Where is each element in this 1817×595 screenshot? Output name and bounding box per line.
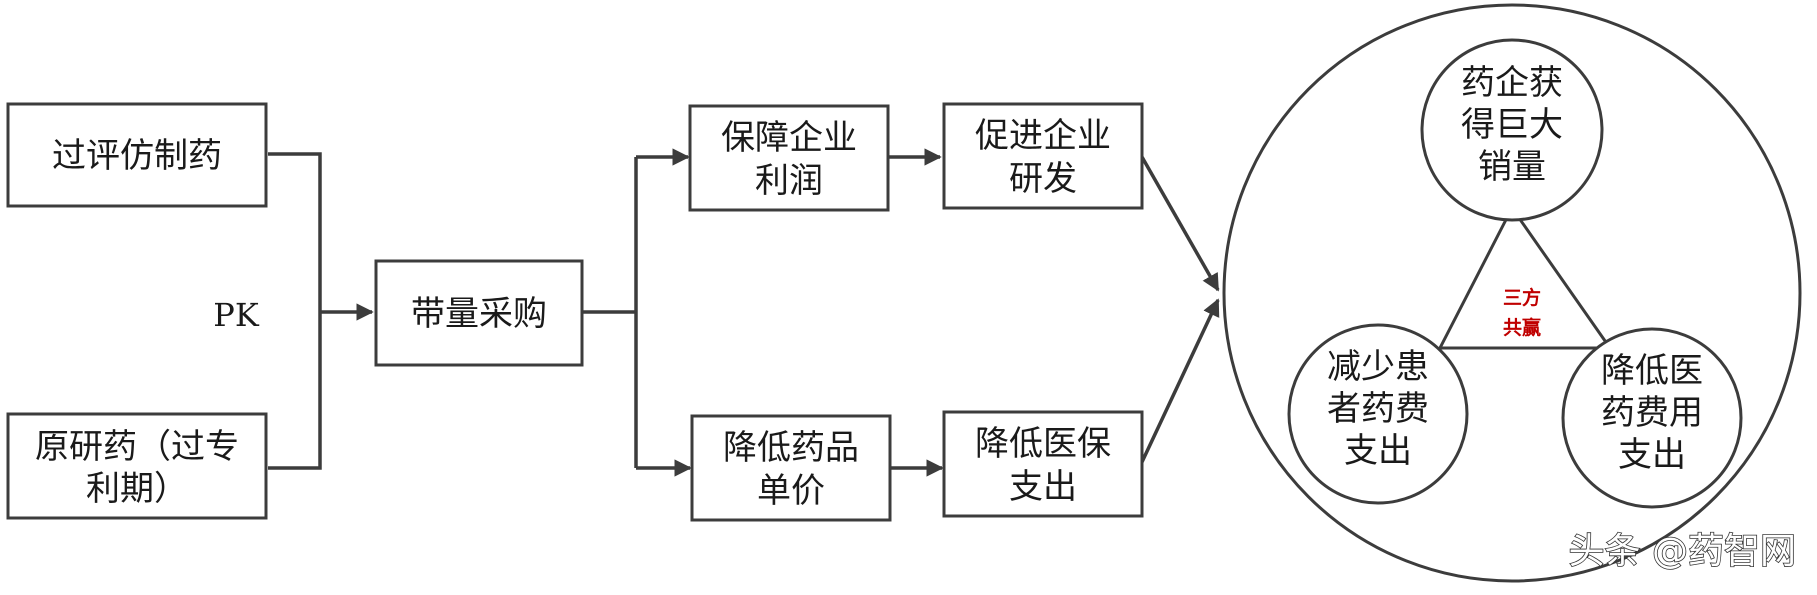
win-win-triangle — [1437, 205, 1613, 350]
box-generic-drug-line-1: 过评仿制药 — [52, 136, 222, 176]
box-promote-rnd-line-2: 研发 — [1009, 159, 1077, 199]
box-generic-drug: 过评仿制药 — [6, 102, 268, 208]
box-original-drug-line-2: 利期） — [86, 469, 188, 509]
outcome-left-line-1: 减少患 — [1327, 347, 1429, 387]
box-volume-based-procurement: 带量采购 — [374, 259, 584, 367]
box-lower-drug-price-line-1: 降低药品 — [723, 428, 859, 468]
box-lower-insurance-line-2: 支出 — [1009, 467, 1077, 507]
win-win-line-2: 共赢 — [1503, 316, 1541, 339]
outcome-medical-costs: 降低医 药费用 支出 — [1561, 327, 1743, 509]
connectors — [268, 148, 1220, 477]
pk-label: PK — [213, 296, 260, 334]
win-win-line-1: 三方 — [1503, 286, 1541, 309]
arrow-insurance-to-outcome — [1140, 298, 1220, 463]
outcome-top-line-1: 药企获 — [1461, 63, 1563, 103]
watermark: 头条 @药智网 — [1569, 531, 1796, 572]
outcome-left-line-2: 者药费 — [1327, 389, 1429, 429]
arrow-rnd-to-outcome — [1140, 156, 1220, 292]
box-lower-drug-price: 降低药品 单价 — [690, 414, 892, 522]
box-ensure-profit: 保障企业 利润 — [688, 104, 890, 212]
outcome-right-line-3: 支出 — [1618, 435, 1686, 475]
outcome-top-line-3: 销量 — [1478, 147, 1546, 187]
outcome-right-line-2: 药费用 — [1601, 393, 1703, 433]
outcome-circle: 三方 共赢 药企获 得巨大 销量 减少患 者药费 支出 降低医 药费用 支出 — [1222, 3, 1802, 583]
box-ensure-profit-line-1: 保障企业 — [721, 118, 857, 158]
outcome-pharma-sales: 药企获 得巨大 销量 — [1420, 38, 1604, 222]
box-original-drug-line-1: 原研药（过专 — [35, 427, 239, 467]
box-lower-insurance-line-1: 降低医保 — [975, 424, 1111, 464]
outcome-patient-spending: 减少患 者药费 支出 — [1287, 323, 1469, 505]
box-ensure-profit-line-2: 利润 — [755, 161, 823, 201]
outcome-right-line-1: 降低医 — [1601, 351, 1703, 391]
outcome-top-line-2: 得巨大 — [1461, 105, 1563, 145]
box-original-drug: 原研药（过专 利期） — [6, 412, 268, 520]
box-lower-drug-price-line-2: 单价 — [757, 471, 825, 511]
box-lower-insurance-spending: 降低医保 支出 — [942, 410, 1144, 518]
outcome-left-line-3: 支出 — [1344, 431, 1412, 471]
connector-generic-to-merge — [268, 152, 322, 312]
connector-original-to-merge — [268, 312, 322, 470]
box-promote-rnd-line-1: 促进企业 — [975, 116, 1111, 156]
box-promote-rnd: 促进企业 研发 — [942, 102, 1144, 210]
box-vbp-line-1: 带量采购 — [411, 294, 547, 334]
